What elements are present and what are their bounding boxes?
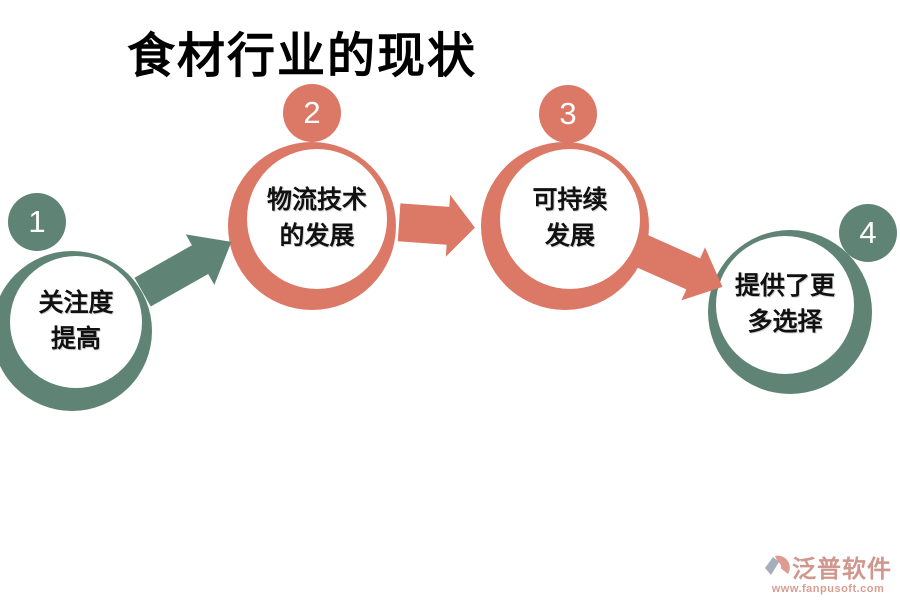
arrow-step1-to-step2-icon <box>134 234 232 307</box>
step1-label-line1: 关注度 <box>38 290 114 317</box>
step2-label-line1: 物流技术 <box>266 187 367 214</box>
step3-number-badge: 3 <box>539 85 597 143</box>
step4-label-line2: 多选择 <box>747 309 823 336</box>
step4-circle: 提供了更 多选择 <box>708 230 872 394</box>
arrow-step3-to-step4-icon <box>630 233 723 301</box>
step4-circle-inner: 提供了更 多选择 <box>716 236 854 374</box>
step1-circle: 关注度 提高 <box>0 251 152 411</box>
step2-number-badge: 2 <box>283 84 341 142</box>
watermark-url: www.fanpusoft.com <box>771 583 885 595</box>
step1-number-badge: 1 <box>8 193 66 251</box>
step3-label-line1: 可持续 <box>532 187 608 214</box>
step4-number-badge: 4 <box>839 204 897 262</box>
watermark: 泛普软件 www.fanpusoft.com <box>758 549 898 595</box>
arrow-step2-to-step3-icon <box>397 194 475 257</box>
slide-title: 食材行业的现状 <box>127 30 478 83</box>
fanpu-logo-icon <box>765 555 790 575</box>
step3-circle-inner: 可持续 发展 <box>500 149 640 289</box>
step4-label-line1: 提供了更 <box>734 273 835 300</box>
step1-label-line2: 提高 <box>50 326 101 353</box>
step2-circle: 物流技术 的发展 <box>228 142 396 310</box>
step3-label-line2: 发展 <box>544 223 595 250</box>
step2-circle-inner: 物流技术 的发展 <box>247 149 387 289</box>
step3-circle: 可持续 发展 <box>481 142 649 310</box>
watermark-brand: 泛普软件 <box>792 557 892 583</box>
step2-label-line2: 的发展 <box>279 223 355 250</box>
step1-circle-inner: 关注度 提高 <box>10 256 142 388</box>
